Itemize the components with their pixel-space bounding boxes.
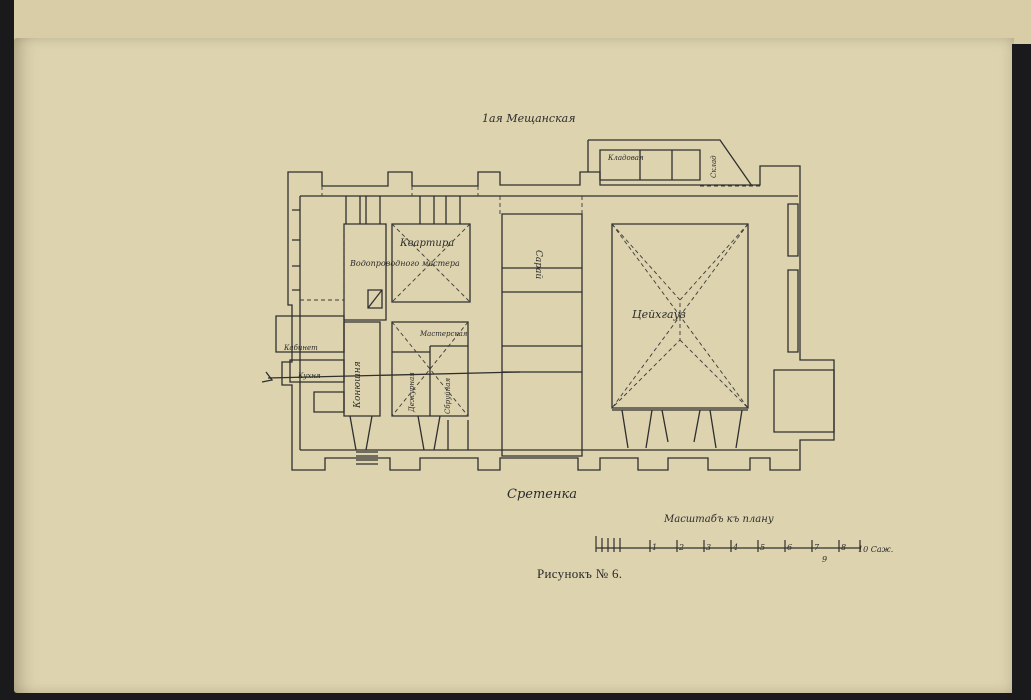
room-kladovaya: Кладовая bbox=[607, 154, 644, 162]
figure-caption: Рисунокъ № 6. bbox=[537, 566, 623, 581]
outer-wall bbox=[281, 165, 835, 471]
scale-tick-7: 7 bbox=[814, 543, 820, 552]
scale-tick-4: 4 bbox=[732, 543, 738, 552]
room-kabinet: Кабинет bbox=[283, 344, 318, 352]
scale-tick-3: 3 bbox=[706, 543, 711, 552]
room-konyushnya: Конюшня bbox=[353, 361, 363, 409]
scale-tick-8: 8 bbox=[841, 543, 846, 552]
scale-tick-6: 6 bbox=[787, 543, 792, 552]
scale-tick-9: 9 bbox=[822, 555, 827, 564]
page-gutter bbox=[1012, 44, 1031, 700]
room-dezhurnaya: Дежурная bbox=[408, 372, 416, 413]
room-kvartira: Квартира bbox=[399, 238, 454, 249]
room-tseikhgauz: Цейхгауз bbox=[632, 308, 686, 321]
room-kuhnya: Кухня bbox=[297, 372, 321, 380]
room-sarai: Сарай bbox=[533, 250, 543, 279]
scale-tick-2: 2 bbox=[678, 543, 684, 552]
scale-bar bbox=[595, 536, 861, 552]
scale-tick-10: 10 Саж. bbox=[858, 545, 893, 554]
scale-ticks: 1 2 3 4 5 6 7 8 9 10 Саж. bbox=[652, 543, 893, 564]
bottom-street-label: Сретенка bbox=[507, 487, 577, 502]
top-street-label: 1ая Мещанская bbox=[482, 112, 576, 125]
room-sklad: Склад bbox=[710, 155, 718, 178]
room-vodoprovod: Водопроводного мастера bbox=[349, 259, 460, 268]
book-page bbox=[14, 38, 1014, 693]
scale-tick-5: 5 bbox=[760, 543, 765, 552]
tseikhgauz-room bbox=[611, 223, 749, 409]
central-passage bbox=[501, 213, 583, 457]
room-masterskaya: Мастерская bbox=[419, 330, 468, 338]
scale-title: Масштабъ къ плану bbox=[663, 514, 774, 525]
room-sbruya: Сбруйная bbox=[444, 378, 452, 414]
scale-tick-1: 1 bbox=[652, 543, 657, 552]
